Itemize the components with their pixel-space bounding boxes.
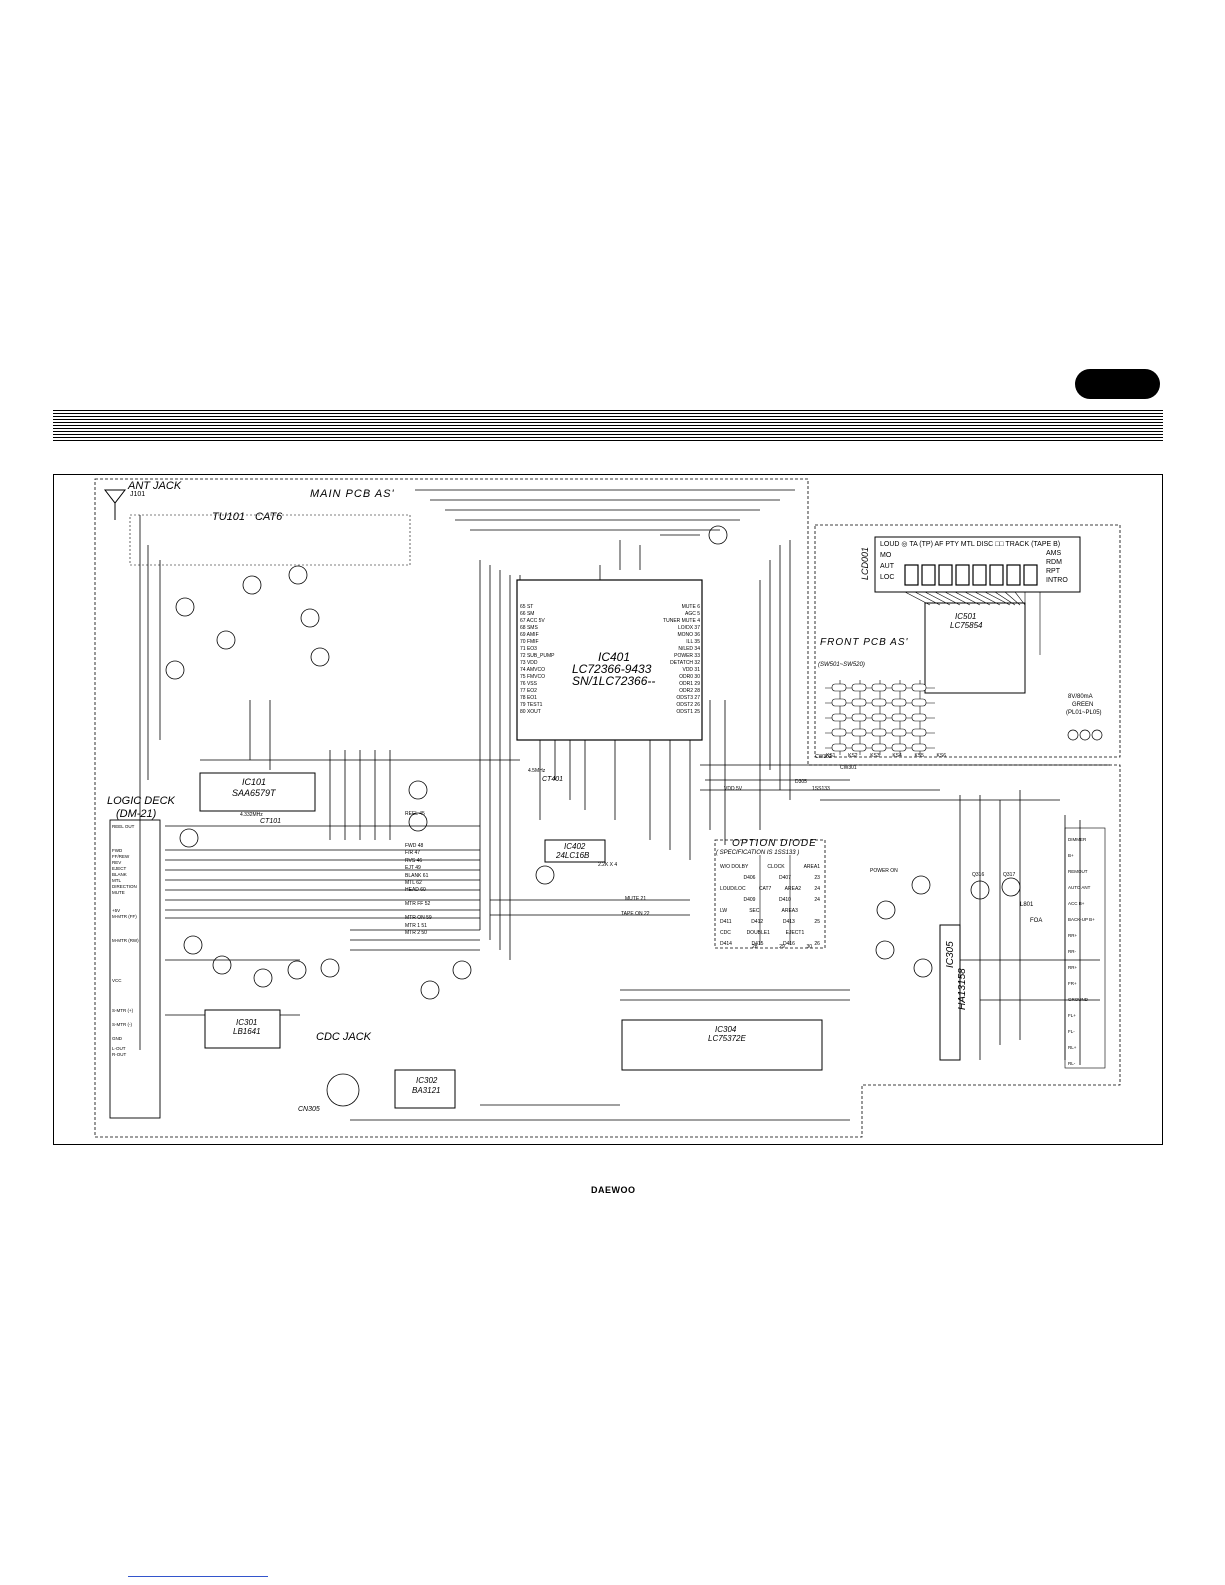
key-buttons [831,683,927,752]
ic101-label: IC101 [242,777,267,787]
output-connector [1064,827,1106,1069]
ic501-body [924,602,1026,694]
mid-bus-tape-on: TAPE ON 22 [621,911,650,917]
ic301-part: LB1641 [233,1027,261,1036]
header-rule-band [53,410,1163,443]
mid-bus-mute: MUTE 21 [625,896,647,902]
power-on-label: POWER ON [870,868,898,874]
ic401-body [516,579,703,741]
option-table-grid [759,855,791,945]
antenna-symbol [103,489,127,520]
ic402-part: 24LC16B [556,851,590,860]
ic401-part: LC72366-9433 [572,662,652,676]
front-pcb-outline [814,524,1121,758]
ic301-label: IC301 [236,1018,258,1027]
option-diode-label: OPTION DIODE [732,838,817,849]
ic304-part: LC75372E [708,1034,746,1043]
ct401-label: CT401 [542,776,564,783]
lcd-left-3: LOC [880,574,895,581]
logic-deck-label: LOGIC DECK [107,795,175,807]
logic-deck-connector [109,819,161,1119]
ic101-body [199,772,316,812]
transistors [165,525,1021,1107]
option-spec-label: ( SPECIFICATION IS 1SS133 ) [716,850,800,856]
lcd-right-4: INTRO [1046,577,1068,584]
ic305-part: HA13158 [957,968,968,1010]
daewoo-logo: DAEWOO [591,1185,636,1195]
ic501-part: LC75854 [950,621,983,630]
cw301-label: CW301 [840,765,857,771]
ct101-label: CT101 [260,818,282,825]
ic402-body [544,839,606,863]
lcd-segments [904,564,1038,586]
pl-range: (PL01~PL05) [1066,710,1102,716]
xtal-101-label: 4.332MHz [240,812,263,818]
lcd001-label: LCD001 [860,546,870,580]
ic101-part: SAA6579T [232,788,276,798]
ic302-label: IC302 [416,1076,438,1085]
ic304-label: IC304 [715,1025,737,1034]
vdd-label: VDD 5V [724,786,743,792]
ic401-label: IC401 [598,650,631,664]
cdc-jack-label: CDC JACK [316,1031,372,1043]
d305-part: 1SS133 [812,786,830,792]
ic301-body [204,1009,281,1049]
xtal-401-label: 4.5MHz [528,768,546,774]
lcd-right-3: RPT [1046,568,1060,575]
lcd-top-row: LOUD ◎ TA (TP) AF PTY MTL DISC □□ TRACK … [880,541,1061,548]
cn305-label: CN305 [298,1106,320,1113]
tuner-box [129,514,411,566]
tu101-label: TU101 [212,511,246,523]
logic-deck-model: (DM-21) [116,808,157,820]
main-pcb-label: MAIN PCB AS' [310,488,395,500]
ic402-label: IC402 [564,842,586,851]
resistor-array-label: 2.2K X 4 [598,862,618,868]
ic501-label: IC501 [955,612,977,621]
footer-underline [128,1576,268,1577]
ic302-body [394,1069,456,1109]
j101-label: J101 [130,491,146,498]
option-diode-outline [714,839,826,949]
front-pcb-label: FRONT PCB AS' [820,637,909,648]
pl-color: GREEN [1072,702,1094,708]
main-pcb-outline [94,478,1121,1138]
d305-label: D305 [795,779,807,785]
ic305-label: IC305 [945,941,956,968]
lcd-right-2: RDM [1046,559,1062,566]
lcd-right-1: AMS [1046,550,1062,557]
ic305-body [939,924,961,1061]
page-tab-marker [1075,369,1160,399]
pl-note: 8V/80mA [1068,694,1093,700]
lcd-to-ic501-lines [904,591,1041,655]
cat6-label: CAT6 [255,511,283,523]
ic401-sn: SN/1LC72366-- [572,674,656,688]
ant-jack-label: ANT JACK [128,480,182,492]
q316-label: Q316 [972,872,985,878]
lcd-left-1: MO [880,552,892,559]
l801-label: L801 [1020,902,1034,908]
sw-range-label: (SW501~SW520) [818,662,865,668]
pilot-lamps [1067,729,1103,741]
lcd-left-2: AUT [880,563,894,570]
cw302-label: CW302 [815,754,832,760]
ic304-body [621,1019,823,1071]
schematic-frame [53,474,1163,1145]
foa-label: FOA [1030,918,1043,924]
ic302-part: BA3121 [412,1086,441,1095]
q317-label: Q317 [1003,872,1016,878]
